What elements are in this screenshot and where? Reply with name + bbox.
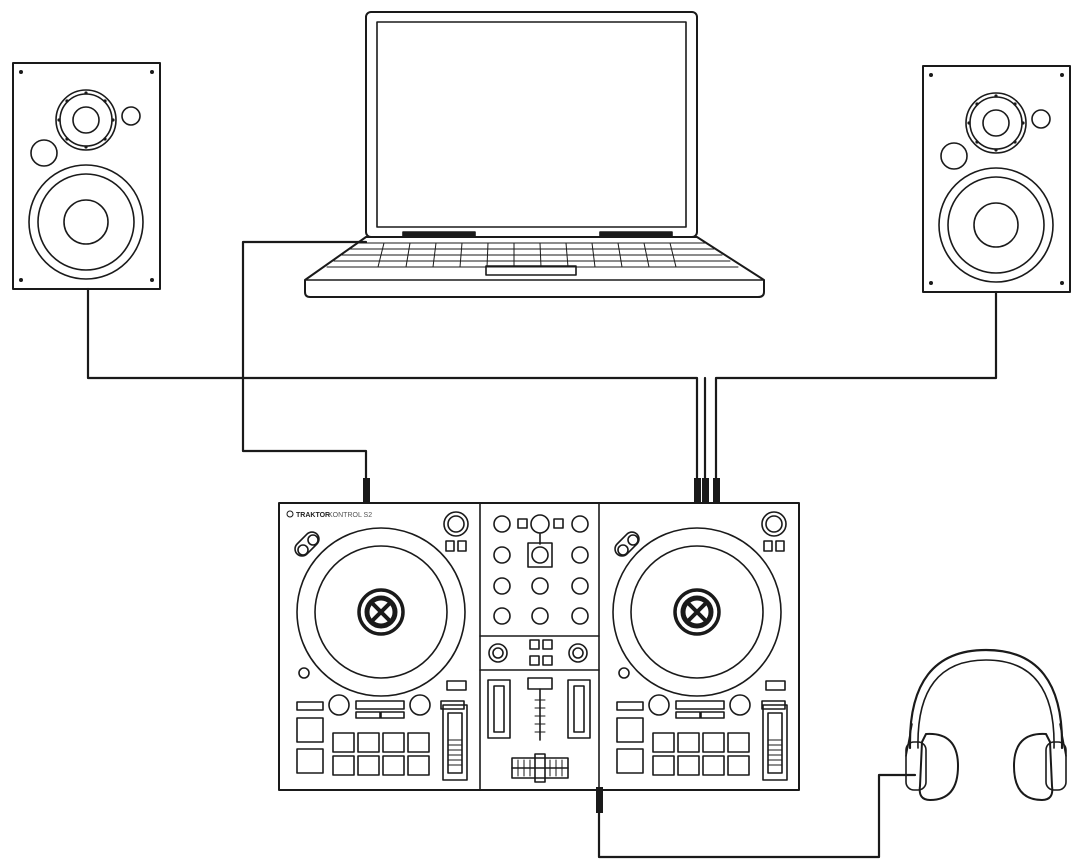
model-label: KONTROL S2 bbox=[328, 512, 372, 519]
cable-plugs bbox=[363, 478, 720, 813]
headphones-icon bbox=[905, 648, 1067, 801]
cable-left-speaker bbox=[86, 287, 699, 482]
dj-controller-icon bbox=[278, 502, 800, 791]
deck-left bbox=[294, 511, 469, 781]
cable-right-speaker bbox=[714, 290, 998, 482]
deck-right bbox=[612, 511, 788, 781]
brand-label: TRAKTOR bbox=[296, 512, 330, 519]
cable-headphones bbox=[597, 773, 917, 859]
cable-laptop bbox=[241, 240, 368, 482]
speaker-right-icon bbox=[922, 65, 1071, 293]
mixer-section bbox=[487, 514, 591, 783]
speaker-left-icon bbox=[12, 62, 161, 290]
controller-branding: TRAKTOR KONTROL S2 bbox=[286, 510, 372, 519]
laptop-icon bbox=[304, 11, 765, 298]
